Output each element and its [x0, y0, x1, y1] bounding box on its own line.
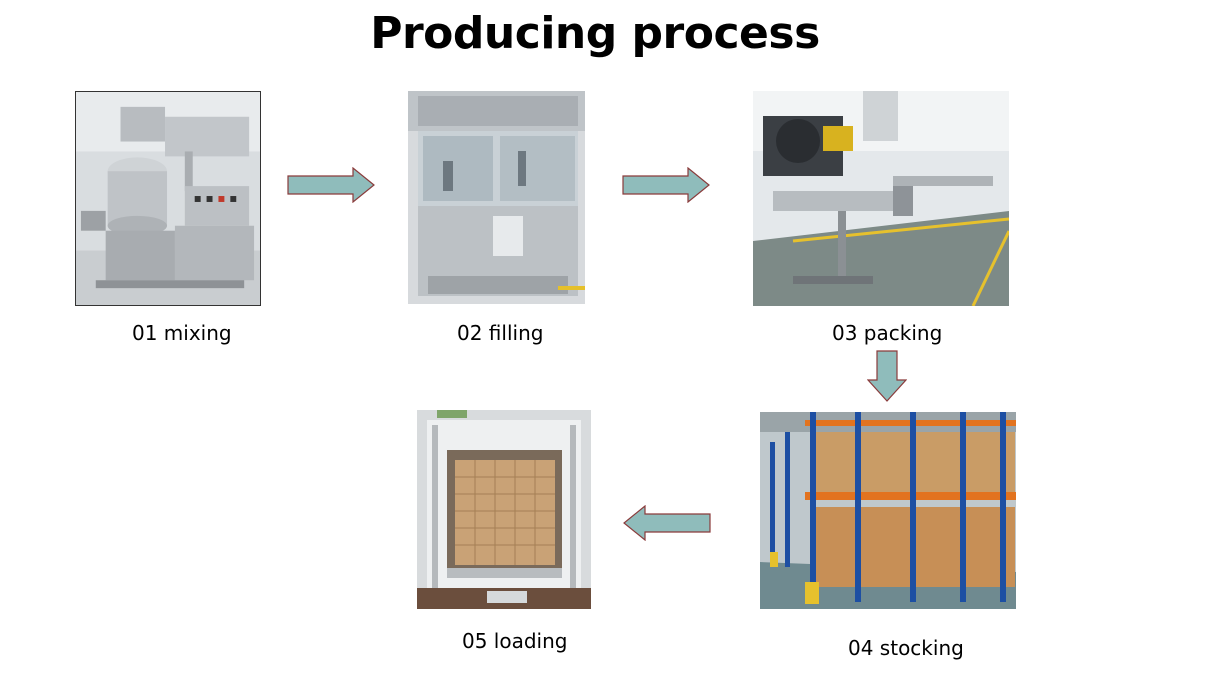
- container-loading-photo: [417, 410, 591, 609]
- step-label-mixing: 01 mixing: [132, 321, 232, 345]
- step-label-stocking: 04 stocking: [848, 636, 964, 660]
- page-title: Producing process: [370, 8, 820, 59]
- arrow-down-icon: [867, 350, 907, 402]
- packing-line-photo: [753, 91, 1009, 306]
- warehouse-stocking-photo: [760, 412, 1016, 609]
- mixing-machine-photo: [75, 91, 261, 306]
- step-label-loading: 05 loading: [462, 629, 568, 653]
- arrow-left-icon: [622, 505, 711, 541]
- step-label-filling: 02 filling: [457, 321, 544, 345]
- arrow-right-icon: [622, 167, 711, 203]
- filling-machine-photo: [408, 91, 585, 304]
- step-label-packing: 03 packing: [832, 321, 943, 345]
- arrow-right-icon: [287, 167, 376, 203]
